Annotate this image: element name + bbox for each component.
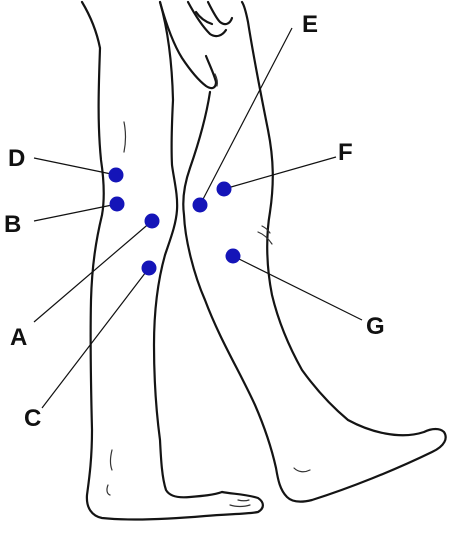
leader-line-a [33,220,153,323]
label-f: F [338,139,353,166]
label-c: C [24,405,41,432]
marker-dot-b [109,196,125,212]
right-leg-outline [182,0,447,503]
leader-line-g [232,255,363,321]
label-a: A [10,324,27,351]
marker-dot-e [192,197,208,213]
marker-dot-g [225,248,241,264]
hand-outline [158,0,234,90]
leader-line-d [33,157,117,176]
label-g: G [366,313,385,340]
leader-line-b [33,203,118,222]
left-leg-outline [80,0,264,521]
marker-dot-f [216,181,232,197]
label-b: B [4,211,21,238]
label-d: D [8,145,25,172]
leader-line-e [199,27,293,206]
leader-line-c [41,267,150,409]
marker-dot-c [141,260,157,276]
marker-dot-d [108,167,124,183]
label-e: E [302,11,318,38]
marker-dot-a [144,213,160,229]
leader-line-f [223,156,337,190]
